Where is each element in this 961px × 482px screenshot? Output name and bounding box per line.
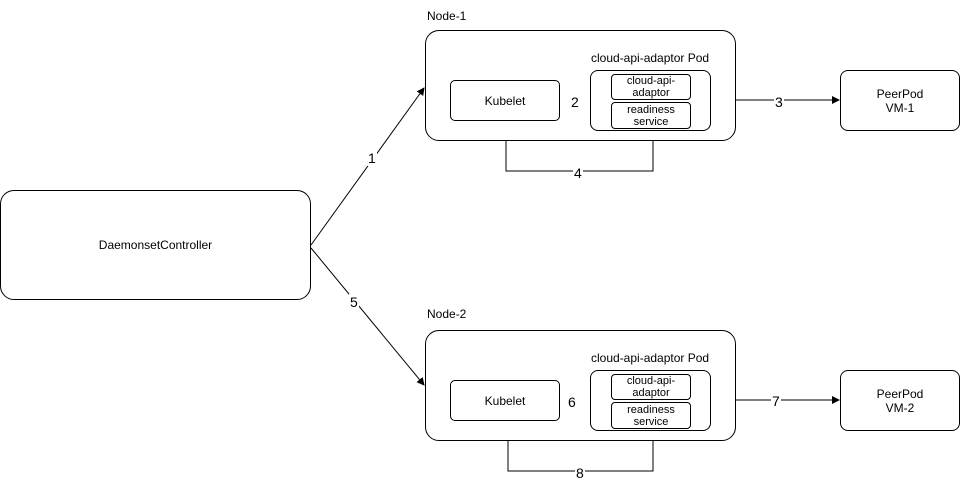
edge-1-line (310, 87, 425, 246)
edge-label-2: 2 (570, 94, 580, 110)
daemonset-controller-label: DaemonsetController (98, 238, 213, 252)
edge-label-8: 8 (575, 465, 585, 481)
peerpod-vm-1: PeerPod VM-1 (840, 70, 960, 131)
node-2-readiness-label: readiness service (627, 403, 675, 428)
node-1-pod-title: cloud-api-adaptor Pod (591, 51, 710, 65)
peerpod-vm-2-label: PeerPod VM-2 (876, 386, 924, 415)
edge-label-5: 5 (349, 294, 359, 310)
node-2-title: Node-2 (427, 307, 467, 321)
edge-label-3: 3 (774, 94, 784, 110)
node-2-kubelet-label: Kubelet (484, 393, 526, 408)
node-1-caa-box: cloud-api-adaptor (611, 74, 691, 100)
edge-label-6: 6 (567, 394, 577, 410)
edge-label-7: 7 (771, 393, 781, 409)
node-2-caa-box: cloud-api-adaptor (611, 374, 691, 400)
peerpod-vm-2: PeerPod VM-2 (840, 370, 960, 431)
node-2-readiness-box: readiness service (611, 402, 691, 429)
node-2-pod-title: cloud-api-adaptor Pod (591, 351, 710, 365)
node-1-kubelet: Kubelet (450, 80, 560, 121)
daemonset-controller-box: DaemonsetController (0, 190, 311, 300)
node-1-kubelet-label: Kubelet (484, 93, 526, 108)
node-2-kubelet: Kubelet (450, 380, 560, 421)
edge-label-1: 1 (367, 150, 377, 166)
node-2-caa-label: cloud-api-adaptor (626, 375, 676, 399)
node-1-title: Node-1 (427, 9, 467, 23)
node-1-readiness-label: readiness service (627, 103, 675, 128)
node-1-readiness-box: readiness service (611, 102, 691, 129)
peerpod-vm-1-label: PeerPod VM-1 (876, 86, 924, 115)
edge-5-line (310, 247, 425, 386)
node-1-caa-label: cloud-api-adaptor (626, 75, 676, 99)
edge-label-4: 4 (573, 165, 583, 181)
